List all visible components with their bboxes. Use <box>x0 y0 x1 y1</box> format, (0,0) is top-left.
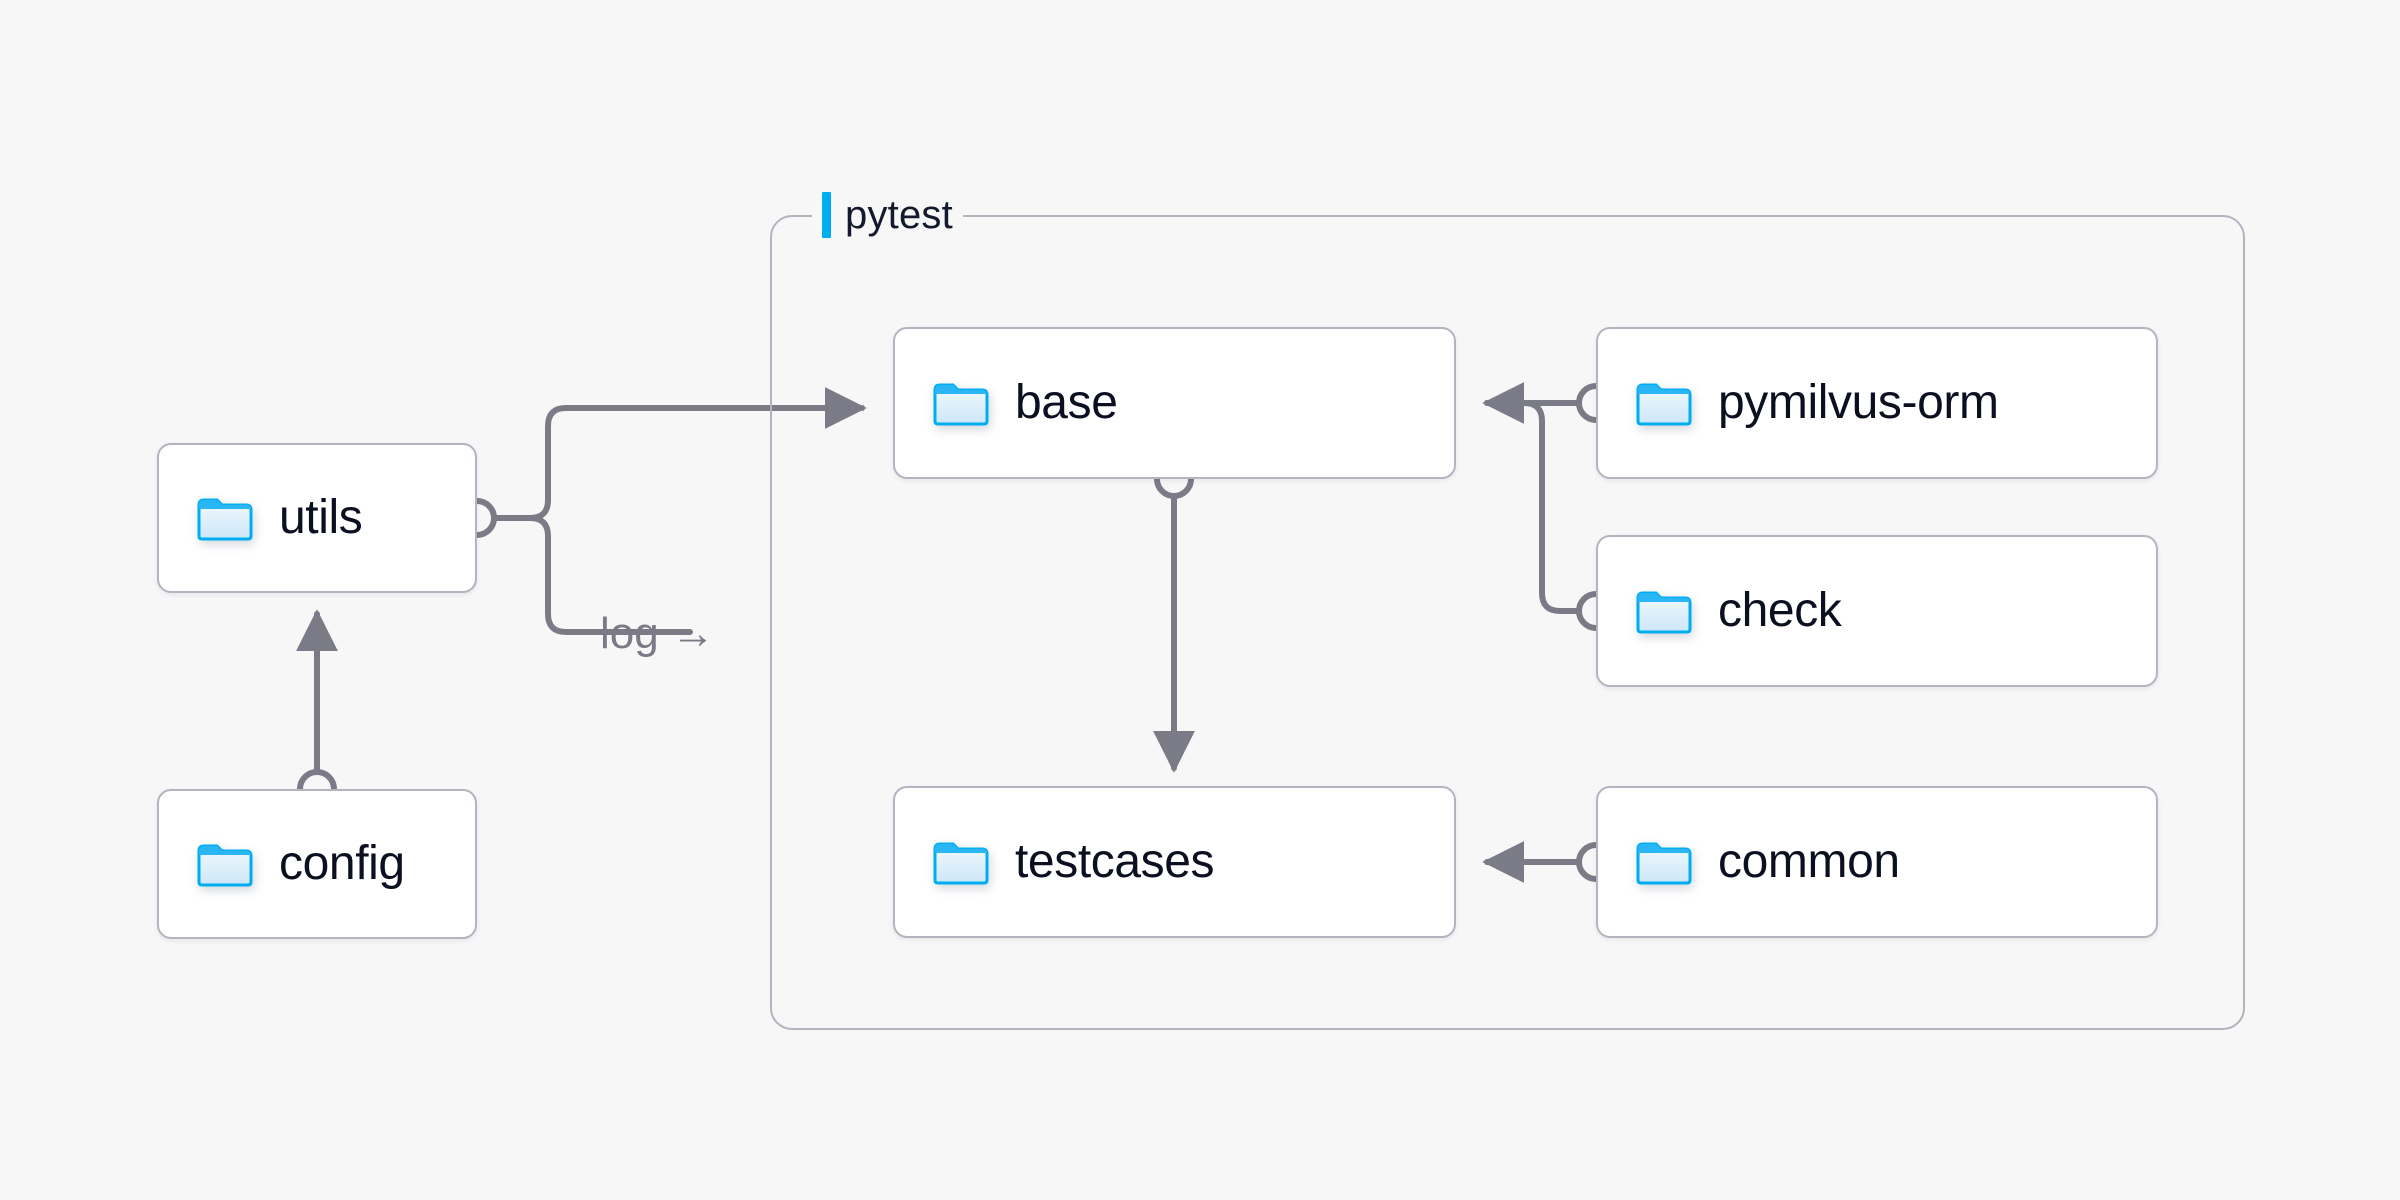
node-check[interactable]: check <box>1596 535 2158 687</box>
node-common[interactable]: common <box>1596 786 2158 938</box>
edge-label-log-text: log <box>600 609 659 658</box>
folder-icon <box>933 383 989 426</box>
folder-icon <box>1636 842 1692 885</box>
node-pymilvus-orm[interactable]: pymilvus-orm <box>1596 327 2158 479</box>
node-testcases[interactable]: testcases <box>893 786 1456 938</box>
folder-icon <box>197 844 253 887</box>
node-common-label: common <box>1718 835 1900 888</box>
node-base[interactable]: base <box>893 327 1456 479</box>
node-check-label: check <box>1718 584 1842 637</box>
folder-icon <box>1636 591 1692 634</box>
edge-label-log: log → <box>600 612 715 656</box>
group-accent-bar <box>822 192 831 238</box>
node-testcases-label: testcases <box>1015 835 1215 888</box>
node-utils[interactable]: utils <box>157 443 477 593</box>
node-base-label: base <box>1015 376 1118 429</box>
node-config-label: config <box>279 837 405 890</box>
group-pytest-label-text: pytest <box>845 192 953 237</box>
node-config[interactable]: config <box>157 789 477 939</box>
folder-icon <box>933 842 989 885</box>
group-pytest[interactable] <box>770 215 2245 1030</box>
arrow-right-icon: → <box>670 609 715 658</box>
node-utils-label: utils <box>279 491 363 544</box>
folder-icon <box>1636 383 1692 426</box>
group-pytest-label: pytest <box>812 186 963 244</box>
folder-icon <box>197 498 253 541</box>
node-pymilvus-orm-label: pymilvus-orm <box>1718 376 1999 429</box>
